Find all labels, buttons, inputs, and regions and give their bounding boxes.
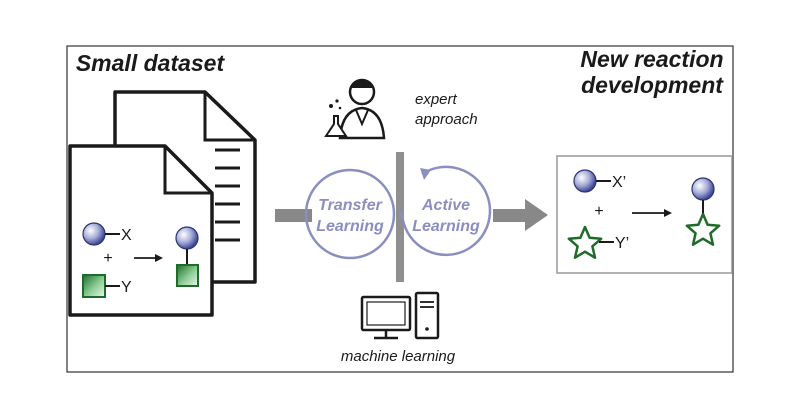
transfer-label-line1: Transfer: [318, 197, 383, 214]
right-title-line1: New reaction: [580, 46, 723, 72]
right-title-line2: development: [581, 72, 724, 98]
expert-label-line2: approach: [415, 111, 478, 128]
divider-line: [396, 152, 404, 282]
active-learning-circle: [400, 165, 492, 257]
active-learning-arrowhead: [420, 168, 431, 180]
expert-label-line1: expert: [415, 91, 458, 108]
new-reactant-sphere-x: [573, 169, 597, 193]
outer-frame: [66, 45, 734, 373]
reactant-sphere-x: [82, 222, 106, 246]
flow-arrow-out: [493, 199, 548, 231]
left-title: Small dataset: [76, 50, 226, 76]
new-reactant-x-label: X’: [612, 174, 626, 191]
computer-icon: [360, 291, 440, 340]
reaction-right: X’ + Y’: [567, 169, 721, 259]
transfer-label-line2: Learning: [316, 218, 384, 235]
reaction-left: X + Y: [82, 222, 199, 298]
new-product-star: [685, 212, 721, 246]
flow-arrow-in: [275, 209, 312, 222]
product-sphere-left: [175, 226, 199, 250]
transfer-learning-circle: [304, 168, 396, 260]
active-label-line2: Learning: [412, 218, 480, 235]
active-label-line1: Active: [421, 197, 470, 214]
product-square-left: [176, 264, 199, 287]
reactant-plus-left: +: [103, 250, 112, 267]
new-product-sphere: [691, 177, 715, 201]
reactant-plus-right: +: [594, 203, 603, 220]
scientist-icon: [324, 78, 386, 140]
reactant-square-y: [82, 274, 106, 298]
reactant-x-label: X: [121, 227, 132, 244]
new-reactant-star-y: [567, 225, 603, 259]
reactant-y-label: Y: [121, 279, 132, 296]
new-reactant-y-label: Y’: [615, 235, 629, 252]
machine-learning-label: machine learning: [341, 348, 456, 365]
learning-cycle: Transfer Learning Active Learning: [304, 165, 492, 260]
